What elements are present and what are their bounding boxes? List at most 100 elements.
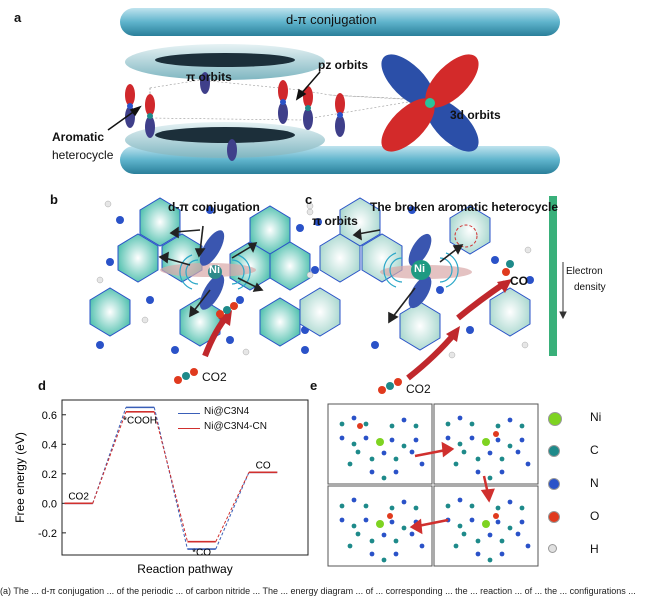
atom [413,505,419,511]
o-atom [493,431,499,437]
panel-a-arrows [107,71,321,131]
panel-c-broken-label: The broken aromatic heterocycle [370,200,559,214]
atom [413,423,419,429]
y-tick-label: -0.2 [38,528,57,540]
atom [445,421,451,427]
atom [475,456,481,462]
atom [499,469,505,475]
panel-c-electron-label: Electron [566,266,603,277]
panel-a-pz-label: pz orbits [318,58,368,72]
atom [469,503,475,509]
panel-c-letter: c [305,192,313,207]
atom [475,469,481,475]
panel-c-ni-label: Ni [414,263,425,275]
panel-b-letter: b [50,192,58,207]
legend-dot-ni [548,412,562,426]
atom [445,503,451,509]
atom [469,421,475,427]
atom [363,517,369,523]
atom [499,456,505,462]
atom [453,543,459,549]
atom [363,421,369,427]
atom [453,461,459,467]
atom [363,503,369,509]
atom [457,497,463,503]
atom [369,469,375,475]
atom [487,450,493,456]
atom [487,557,493,563]
o-atom [357,423,363,429]
atom [401,499,407,505]
atom [457,415,463,421]
atom [347,543,353,549]
legend-label-n: N [590,476,599,490]
atom [389,519,395,525]
ni-atom [376,438,384,446]
atom [393,469,399,475]
atom [507,499,513,505]
connector-2-3 [215,472,250,542]
atom [457,523,463,529]
step-label: *COOH [123,415,157,426]
atom [457,441,463,447]
atom [507,525,513,531]
figure-caption: (a) The ... d-π conjugation ... of the p… [0,586,636,596]
atom [469,435,475,441]
ni-atom [482,438,490,446]
connector-1-3 [215,472,250,550]
atom [381,475,387,481]
atom [519,423,525,429]
electron-density-bar [549,196,557,356]
legend-label-ni: Ni [590,410,602,424]
panel-a-pi-orbits-label: π orbits [186,70,232,84]
atom [519,505,525,511]
panel-a-3d-label: 3d orbits [450,108,501,122]
plot-frame [61,399,309,556]
panel-b-ni-label: Ni [209,264,220,276]
panel-a-aromatic-label: Aromatic [52,130,105,144]
atom [401,443,407,449]
atom [393,538,399,544]
connector-1-2 [153,407,188,550]
o-atom [387,513,393,519]
legend-dot-h [548,544,557,553]
step-label: CO [256,460,271,471]
atom [461,531,467,537]
legend-key-ni-c3n4 [178,413,200,414]
y-axis-label: Free energy (eV) [13,432,27,523]
panel-c-co2-label: CO2 [406,382,431,396]
atom [487,532,493,538]
atom [419,543,425,549]
panel-c-molecule [299,196,567,394]
atom [499,551,505,557]
panel-c-e-label: e [444,236,451,248]
panel-b-molecule [89,197,319,384]
atom [393,551,399,557]
atom [351,497,357,503]
atom [369,456,375,462]
atom [401,417,407,423]
atom [469,517,475,523]
legend-label-ni-c3n4: Ni@C3N4 [204,406,250,417]
atom [339,435,345,441]
legend-label-o: O [590,509,600,523]
atom [519,519,525,525]
atom [475,538,481,544]
legend-dot-n [548,478,560,490]
atom [369,538,375,544]
panel-b-e-label: e [236,236,243,248]
legend-key-ni-c3n4-cn [178,428,200,429]
legend-label-c: C [590,443,599,457]
atom [487,475,493,481]
atom [369,551,375,557]
step-label: CO2 [68,491,89,502]
panel-c-co-label: CO [510,274,528,288]
atom [495,519,501,525]
legend-dot-c [548,445,560,457]
atom [355,449,361,455]
ni-atom [482,520,490,528]
atom [519,437,525,443]
atom [515,531,521,537]
